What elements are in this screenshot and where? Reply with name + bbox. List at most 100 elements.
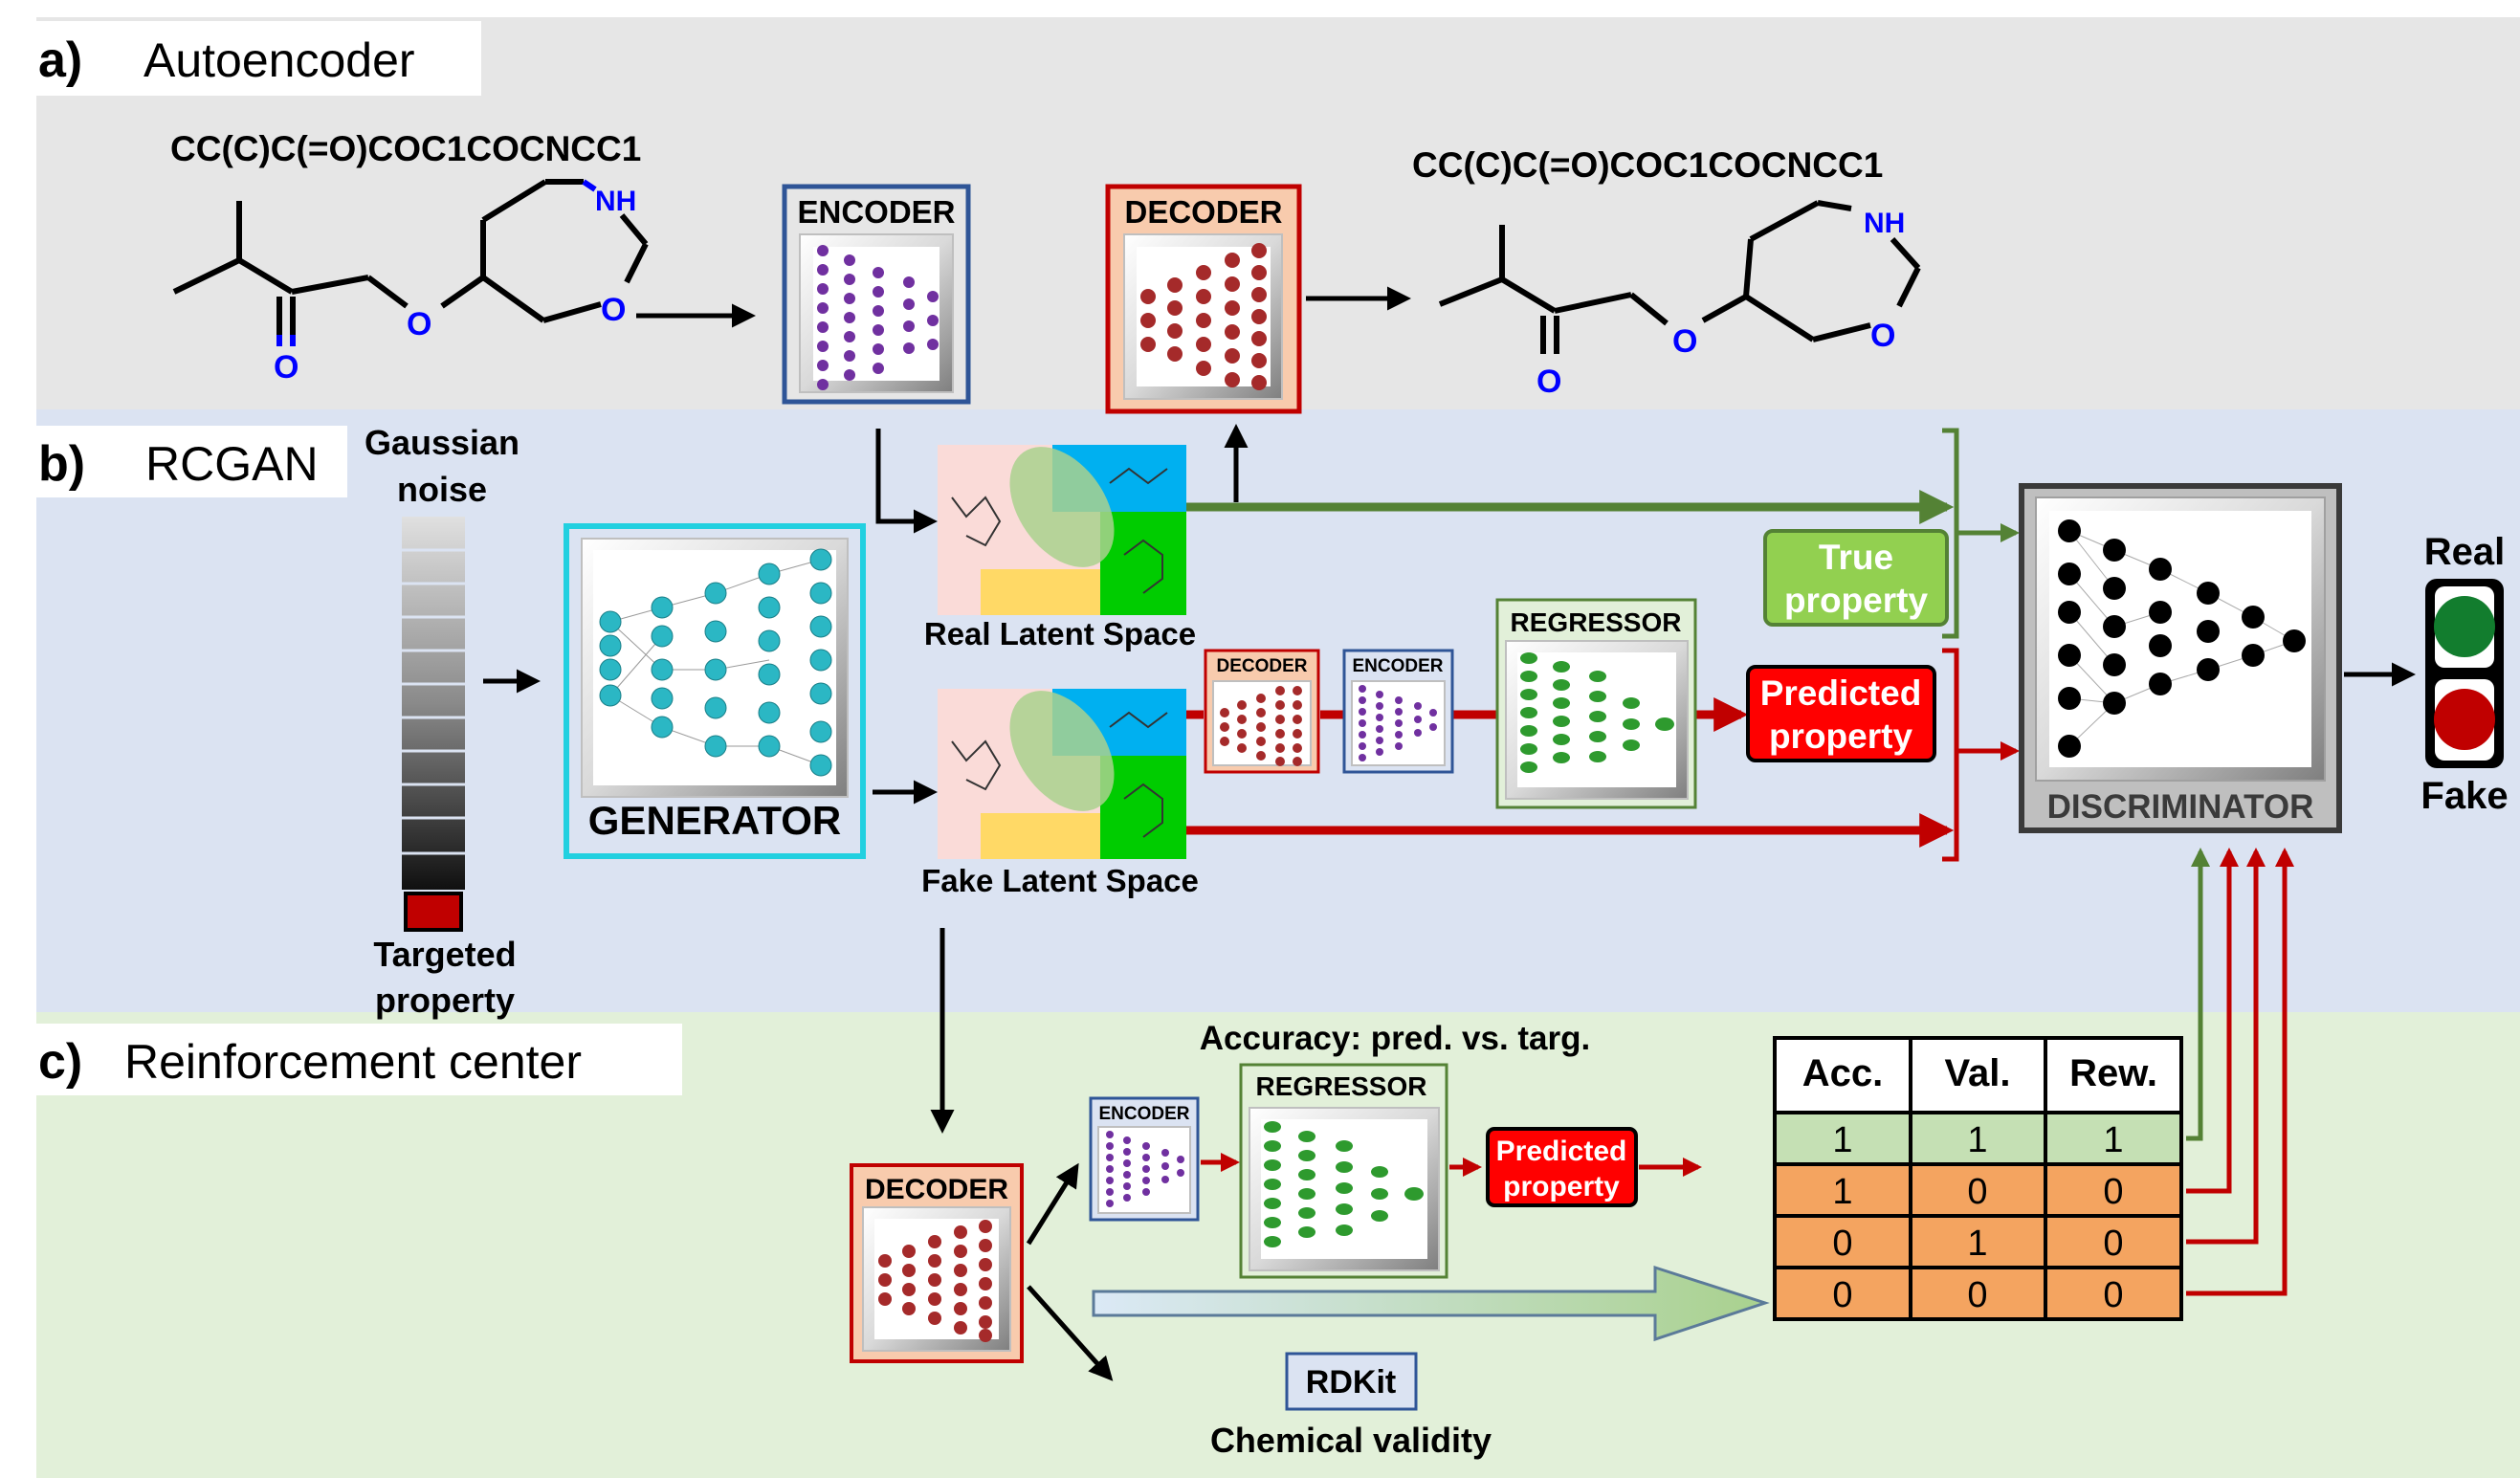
panel-a-letter: a) [38, 33, 82, 88]
atom-label: O [407, 306, 431, 342]
table-row [1773, 1266, 2183, 1321]
arrow-decoder-to-encoder [1026, 1162, 1079, 1246]
molecule-input-heteroatom-bonds [276, 179, 597, 346]
fake-latent-space-map [938, 689, 1186, 859]
atom-label: O [1672, 323, 1697, 360]
true-property-label: property [1784, 581, 1929, 620]
panel-a-title: Autoencoder [144, 33, 415, 87]
panel-b-title: RCGAN [145, 437, 319, 491]
atom-label: O [1536, 364, 1561, 400]
encoder-label: ENCODER [797, 194, 955, 230]
table-header: Acc. [1802, 1052, 1884, 1094]
table-cell: 1 [1967, 1120, 1987, 1160]
table-cell: 0 [1832, 1224, 1852, 1264]
atom-label: NH [595, 186, 636, 217]
table-cell: 0 [1832, 1275, 1852, 1315]
table-cell: 1 [1967, 1224, 1987, 1264]
targeted-property-label: Targeted [373, 935, 516, 974]
noise-bar-dividers [402, 548, 465, 855]
table-cell: 1 [1832, 1120, 1852, 1160]
feedback-arrow-fake [2186, 848, 2239, 1194]
gaussian-noise-bar [402, 517, 465, 890]
panel-a-title-box [36, 21, 481, 96]
fake-label: Fake [2421, 775, 2508, 817]
table-header: Rew. [2069, 1052, 2157, 1094]
accuracy-label: Accuracy: pred. vs. targ. [1200, 1020, 1591, 1057]
regressor-neurons [1264, 1121, 1424, 1247]
real-latent-space-label: Real Latent Space [924, 616, 1196, 651]
predicted-property-box [1486, 1127, 1638, 1207]
predicted-property-label: Predicted [1496, 1136, 1627, 1167]
fake-light [2434, 689, 2495, 750]
decoder-neurons [1220, 686, 1302, 766]
table-cell: 1 [1832, 1172, 1852, 1212]
true-property-box [1763, 529, 1949, 627]
discriminator-network-inner [2049, 511, 2311, 767]
panel-c-title: Reinforcement center [124, 1035, 582, 1089]
regressor-label: REGRESSOR [1511, 607, 1682, 637]
regressor-neurons [1520, 652, 1674, 773]
real-bracket [1942, 428, 1971, 639]
generator-neurons [599, 548, 832, 777]
smiles-input: CC(C)C(=O)COC1COCNCC1 [170, 129, 641, 168]
panel-b-title-box [36, 426, 347, 497]
smiles-output: CC(C)C(=O)COC1COCNCC1 [1412, 145, 1883, 185]
targeted-property-cell [404, 892, 463, 932]
molecule-output [1438, 200, 1921, 354]
gaussian-noise-label: Gaussian [365, 423, 519, 462]
decoder-label: DECODER [1216, 656, 1307, 676]
table-row [1773, 1214, 2183, 1269]
real-latent-space-map [938, 445, 1186, 615]
predicted-property-box [1746, 665, 1936, 762]
table-cell: 0 [2103, 1172, 2123, 1212]
decoder-label: DECODER [865, 1174, 1008, 1205]
chemical-validity-label: Chemical validity [1210, 1421, 1492, 1460]
validity-flow-arrow [1092, 1265, 1770, 1342]
arrow-decoder-to-rdkit [1027, 1285, 1114, 1381]
rdkit-box [1285, 1352, 1418, 1411]
panel-b-letter: b) [38, 436, 85, 492]
rdkit-label: RDKit [1306, 1364, 1396, 1401]
discriminator-label: DISCRIMINATOR [2047, 788, 2314, 826]
predicted-property-label: Predicted [1760, 673, 1922, 713]
encoder-neurons [1359, 685, 1437, 761]
table-cell: 0 [2103, 1224, 2123, 1264]
encoder-neurons [817, 245, 939, 390]
encoder-label: ENCODER [1352, 656, 1443, 676]
molecule-input [172, 179, 649, 335]
targeted-property-label: property [375, 981, 515, 1020]
atom-label: O [601, 292, 626, 328]
gaussian-noise-label: noise [397, 470, 487, 509]
decoder-neurons [878, 1220, 992, 1342]
feedback-arrow-real [2186, 848, 2210, 1141]
panel-c-title-box [36, 1024, 682, 1095]
discriminator-neurons [2058, 519, 2306, 758]
atom-label: O [274, 349, 298, 386]
encoder-label: ENCODER [1098, 1104, 1189, 1124]
table-cell: 1 [2103, 1120, 2123, 1160]
generator-label: GENERATOR [588, 798, 841, 843]
feedback-arrow-fake [2186, 848, 2294, 1296]
decoder-neurons [1140, 243, 1267, 390]
fake-latent-space-label: Fake Latent Space [921, 863, 1199, 898]
true-property-label: True [1819, 538, 1893, 577]
regressor-label: REGRESSOR [1256, 1071, 1427, 1101]
fake-bracket [1942, 648, 1971, 862]
decoder-label: DECODER [1124, 194, 1282, 230]
predicted-property-label: property [1769, 717, 1913, 756]
encoder-neurons [1106, 1131, 1184, 1207]
real-light [2434, 596, 2495, 657]
arrow-encoder-to-real-latent [875, 429, 938, 534]
table-cell: 0 [1967, 1172, 1987, 1212]
panel-c-letter: c) [38, 1034, 82, 1090]
table-header: Val. [1945, 1052, 2011, 1094]
atom-label: NH [1864, 208, 1905, 239]
feedback-arrow-fake [2186, 848, 2266, 1245]
reward-table: Acc. Val. Rew. 1 1 1 1 0 0 0 1 0 0 0 0 [1773, 1036, 2183, 1321]
table-cell: 0 [2103, 1275, 2123, 1315]
atom-label: O [1870, 318, 1895, 354]
real-label: Real [2424, 531, 2506, 573]
predicted-property-label: property [1503, 1171, 1620, 1202]
